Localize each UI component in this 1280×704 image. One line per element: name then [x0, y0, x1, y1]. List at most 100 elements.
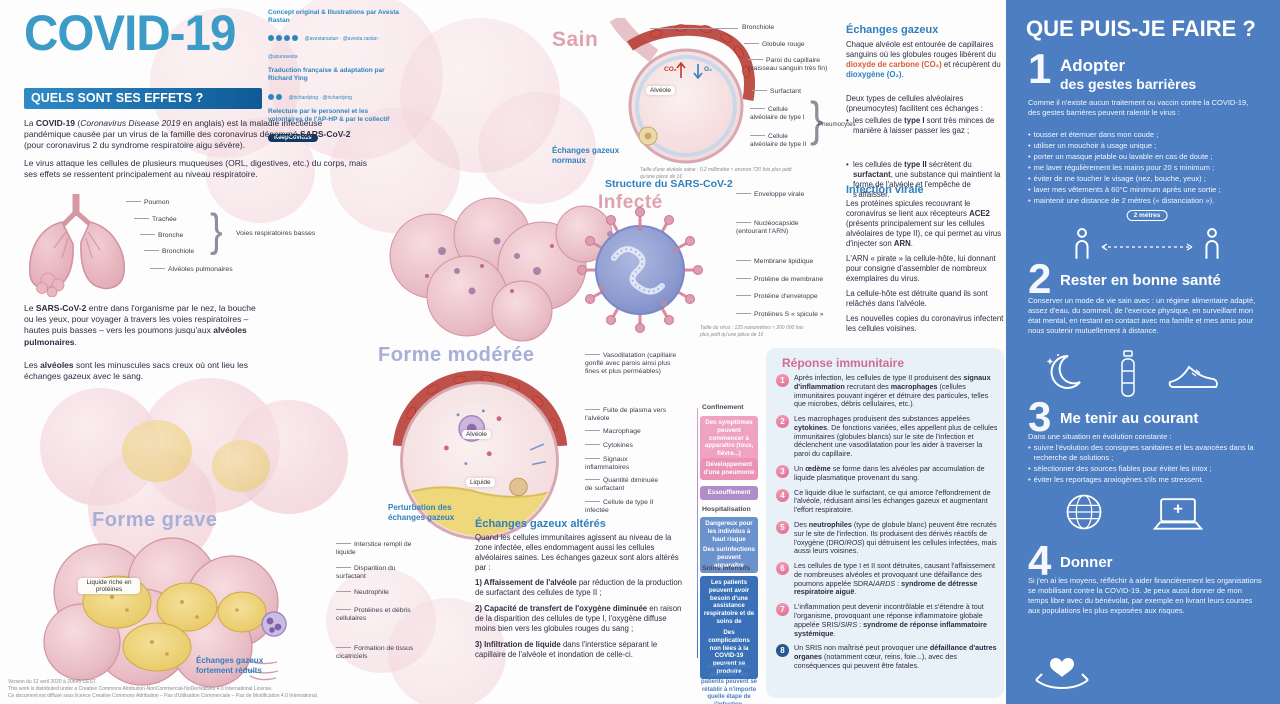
label-bronche: Bronche	[140, 232, 183, 240]
page-title: COVID-19	[24, 5, 236, 61]
distance-pill: 2 mètres	[1126, 210, 1168, 221]
social-icon	[284, 35, 290, 42]
bullet-text: tousser et éternuer dans mon coude ;	[1033, 130, 1159, 139]
bullet-text: utiliser un mouchoir à usage unique ;	[1033, 140, 1157, 150]
step-text: Des neutrophiles (type de globule blanc)…	[794, 519, 997, 556]
immune-step: 6 Les cellules de type I et II sont détr…	[776, 561, 998, 597]
hands-heart-icon	[1035, 658, 1089, 690]
distance-graphic: 2 mètres	[1072, 210, 1222, 264]
label-trachee: Trachée	[134, 216, 177, 224]
running-shoe-icon	[1168, 365, 1218, 388]
credit-illustrator-socials: @avestarastan · @avesta.rastan · @azurav…	[268, 27, 400, 63]
bullet-text: porter un masque jetable ou lavable en c…	[1033, 151, 1213, 161]
entry-paragraph-1: Le SARS-CoV-2 entre dans l'organisme par…	[24, 303, 256, 347]
timeline-connector	[697, 408, 698, 658]
viral-title: Infection virale	[846, 184, 924, 196]
credit-illustrator: Concept original & Illustrations par Ave…	[268, 9, 399, 25]
label-cellule-type1: Cellule alvéolaire de type I	[750, 106, 810, 122]
liquide-proteines-box-label: Liquide riche en protéines	[78, 578, 140, 594]
sain-caption: Taille d'une alvéole saine : 0,2 millimè…	[640, 167, 792, 180]
label-proteine-spicule: Protéines S « spicule »	[736, 311, 824, 319]
label-type2-infectee: Cellule de type II infectée	[585, 499, 665, 515]
sidebar-number-3: 3	[1028, 393, 1052, 440]
label-cellule-type2: Cellule alvéolaire de type II	[750, 133, 810, 149]
normal-exchange-note: Échanges gazeux normaux	[552, 146, 620, 165]
viral-paragraph-1: Les protéines spicules recouvrant le cor…	[846, 199, 1002, 248]
infected-alveoli-illustration	[389, 197, 613, 342]
stage-hospitalisation: Hospitalisation	[702, 506, 751, 513]
sidebar-intro-1: Comme il n'existe aucun traitement ou va…	[1028, 98, 1249, 117]
label-bronchiole: Bronchiole	[144, 248, 194, 256]
social-icon	[268, 93, 274, 100]
sain-title: Sain	[552, 28, 599, 51]
social-icon	[276, 93, 282, 100]
decor-blob-yellow	[122, 420, 192, 482]
step-text: Ce liquide dilue le surfactant, ce qui a…	[794, 487, 991, 515]
moderate-alveolus-illustration	[392, 370, 568, 541]
alveole-box-label: Alvéole	[646, 86, 675, 95]
credit-translator-socials: @richardying · @richardying	[268, 86, 400, 104]
label-pneumocytes: Pneumocytes	[818, 121, 856, 128]
gas-bullet-1: les cellules de type I sont très minces …	[846, 116, 1004, 136]
step-text: Après infection, les cellules de type II…	[794, 373, 991, 409]
credit-handles: @richardying · @richardying	[288, 94, 352, 101]
page-subtitle: QUELS SONT SES EFFETS ?	[24, 88, 262, 109]
bullet-dot: •	[1028, 162, 1031, 172]
gas-paragraph-2: Deux types de cellules alvéolaires (pneu…	[846, 94, 983, 113]
label-proteine-membrane: Protéine de membrane	[736, 276, 823, 284]
water-bottle-icon	[1121, 350, 1135, 397]
reduced-exchange-note: Échanges gazeux fortement réduits	[196, 656, 264, 675]
altered-item-2: 2) Capacité de transfert de l'oxygène di…	[475, 604, 682, 633]
label-interstice: Interstice rempli de liquide	[336, 541, 414, 557]
bullet-text: éviter les reportages anxiogènes s'ils m…	[1033, 474, 1204, 484]
immune-step: 7 L'inflammation peut devenir incontrôla…	[776, 602, 998, 638]
laptop-health-icon	[1152, 498, 1204, 530]
person-icon	[1205, 228, 1219, 259]
social-icon	[292, 35, 298, 42]
decor-blob	[150, 8, 300, 158]
label-nucleocapside: Nucléocapside (entourant l'ARN)	[736, 220, 812, 236]
immune-step: 1 Après infection, les cellules de type …	[776, 373, 998, 409]
step-text: Un œdème se forme dans les alvéoles par …	[794, 464, 985, 482]
viral-paragraph-3: La cellule-hôte est détruite quand ils s…	[846, 289, 988, 308]
sidebar-number-2: 2	[1028, 255, 1052, 302]
immune-response-list: 1 Après infection, les cellules de type …	[776, 373, 998, 671]
label-surfactant: Surfactant	[752, 88, 801, 96]
sidebar-bullet: •me laver régulièrement les mains pour 2…	[1028, 163, 1260, 173]
label-signaux-inflammatoires: Signaux inflammatoires	[585, 456, 655, 472]
timeline-box-haut-risque-line2: Des surinfections peuvent apparaître	[703, 546, 755, 569]
timeline-box-haut-risque-line1: Dangereux pour les individus à haut risq…	[705, 520, 753, 543]
alveole-box-label-moderee: Alvéole	[462, 430, 491, 439]
step-text: L'inflammation peut devenir incontrôlabl…	[794, 602, 987, 638]
label-alveoles-pulmonaires: Alvéoles pulmonaires	[150, 266, 233, 274]
immune-step: 3 Un œdème se forme dans les alvéoles pa…	[776, 464, 998, 483]
label-vasodilatation: Vasodilatation (capillaire gonflé avec p…	[585, 352, 685, 376]
sidebar-bullet: •tousser et éternuer dans mon coude ;	[1028, 130, 1260, 140]
step-number-badge: 6	[776, 562, 789, 576]
sidebar-number-4: 4	[1028, 537, 1052, 584]
step-number-badge: 5	[776, 520, 789, 534]
step-text: Les macrophages produisent des substance…	[794, 414, 998, 459]
sidebar-text-2: Conserver un mode de vie sain avec : un …	[1028, 296, 1256, 335]
sidebar-heading-2: Rester en bonne santé	[1060, 272, 1221, 289]
person-icon	[1075, 228, 1089, 259]
bullet-dot: •	[1028, 173, 1031, 183]
moderee-title: Forme modérée	[378, 344, 535, 366]
bullet-text: éviter de me toucher le visage (nez, bou…	[1033, 173, 1206, 183]
grave-title: Forme grave	[92, 509, 218, 531]
gas-paragraph-1: Chaque alvéole est entourée de capillair…	[846, 40, 1001, 79]
label-tissus-cicatriciels: Formation de tissus cicatriciels	[336, 645, 414, 661]
timeline-box-essoufflement: Essoufflement	[700, 486, 758, 500]
sidebar-heading-4: Donner	[1060, 554, 1113, 571]
gas-title: Échanges gazeux	[846, 24, 939, 36]
bullet-dot: •	[1028, 184, 1031, 194]
sidebar-background	[1006, 0, 1280, 704]
label-proteine-enveloppe: Protéine d'enveloppe	[736, 293, 818, 301]
timeline-box-haut-risque: Dangereux pour les individus à haut risq…	[700, 517, 758, 573]
